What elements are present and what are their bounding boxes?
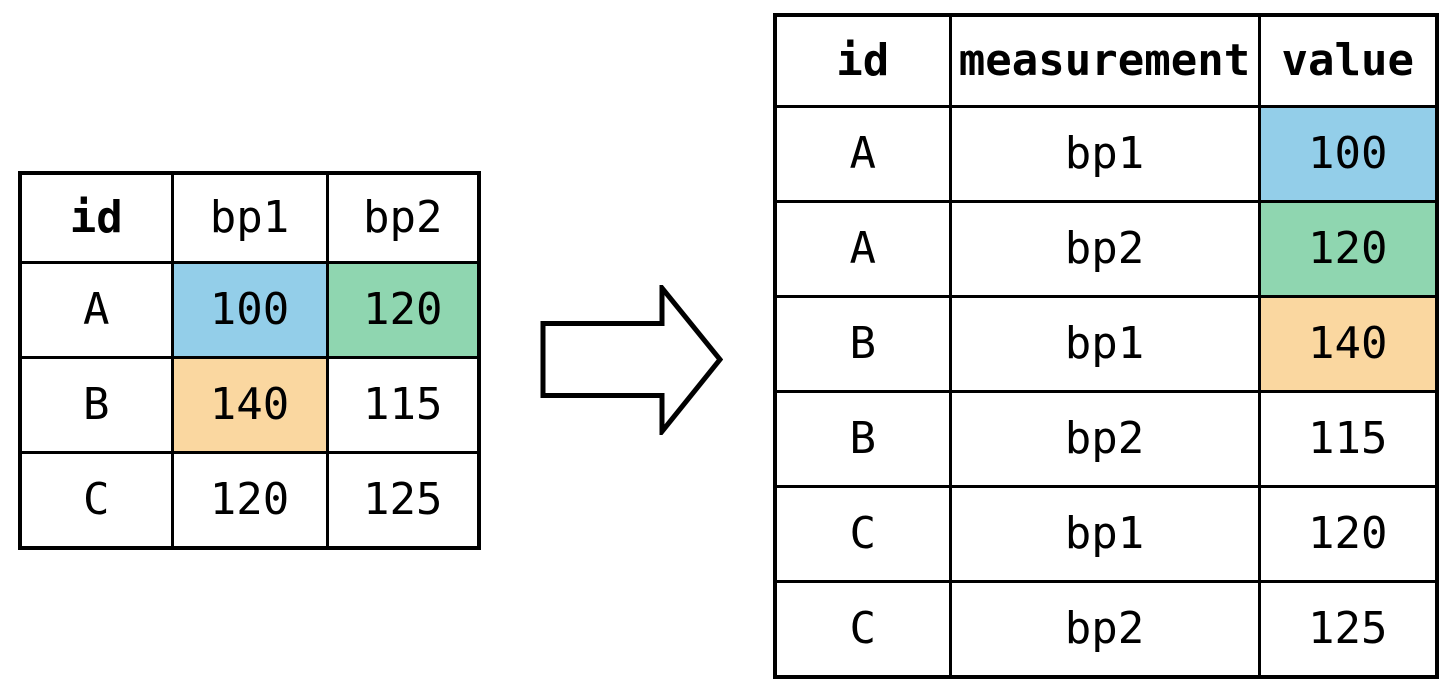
table-cell: C [18, 451, 174, 550]
table-row: B 140 115 [18, 356, 481, 454]
table-cell: A [18, 261, 174, 359]
table-cell: 125 [1257, 580, 1439, 679]
table-cell-highlight-blue: 100 [170, 261, 329, 359]
table-cell: C [773, 580, 952, 679]
table-cell-highlight-orange: 140 [170, 356, 329, 454]
table-cell-highlight-green: 120 [325, 261, 481, 359]
table-cell: B [773, 295, 952, 393]
table-cell: 115 [325, 356, 481, 454]
table-cell: bp1 [948, 485, 1261, 583]
table-cell: B [18, 356, 174, 454]
table-row: B bp1 140 [773, 295, 1439, 393]
table-cell-highlight-blue: 100 [1257, 105, 1439, 203]
table-cell: bp2 [948, 580, 1261, 679]
table-row: A 100 120 [18, 261, 481, 359]
table-cell: 120 [170, 451, 329, 550]
wide-header-row: id bp1 bp2 [18, 171, 481, 264]
table-cell: bp2 [948, 200, 1261, 298]
wide-table: id bp1 bp2 A 100 120 B 140 115 C 120 125 [18, 171, 481, 550]
table-cell-highlight-green: 120 [1257, 200, 1439, 298]
table-cell: bp1 [948, 295, 1261, 393]
table-cell: 120 [1257, 485, 1439, 583]
table-cell: 125 [325, 451, 481, 550]
table-cell-highlight-orange: 140 [1257, 295, 1439, 393]
long-table: id measurement value A bp1 100 A bp2 120… [773, 13, 1439, 679]
table-row: A bp2 120 [773, 200, 1439, 298]
long-header-id: id [773, 13, 952, 108]
table-cell: B [773, 390, 952, 488]
table-cell: A [773, 200, 952, 298]
wide-header-bp1: bp1 [170, 171, 329, 264]
table-cell: bp2 [948, 390, 1261, 488]
long-header-row: id measurement value [773, 13, 1439, 108]
table-row: C bp2 125 [773, 580, 1439, 679]
long-header-measurement: measurement [948, 13, 1261, 108]
table-row: C bp1 120 [773, 485, 1439, 583]
table-cell: C [773, 485, 952, 583]
table-cell: bp1 [948, 105, 1261, 203]
table-cell: A [773, 105, 952, 203]
table-row: A bp1 100 [773, 105, 1439, 203]
table-cell: 115 [1257, 390, 1439, 488]
table-row: B bp2 115 [773, 390, 1439, 488]
right-arrow-icon [540, 280, 724, 439]
table-row: C 120 125 [18, 451, 481, 550]
long-header-value: value [1257, 13, 1439, 108]
wide-header-bp2: bp2 [325, 171, 481, 264]
wide-header-id: id [18, 171, 174, 264]
